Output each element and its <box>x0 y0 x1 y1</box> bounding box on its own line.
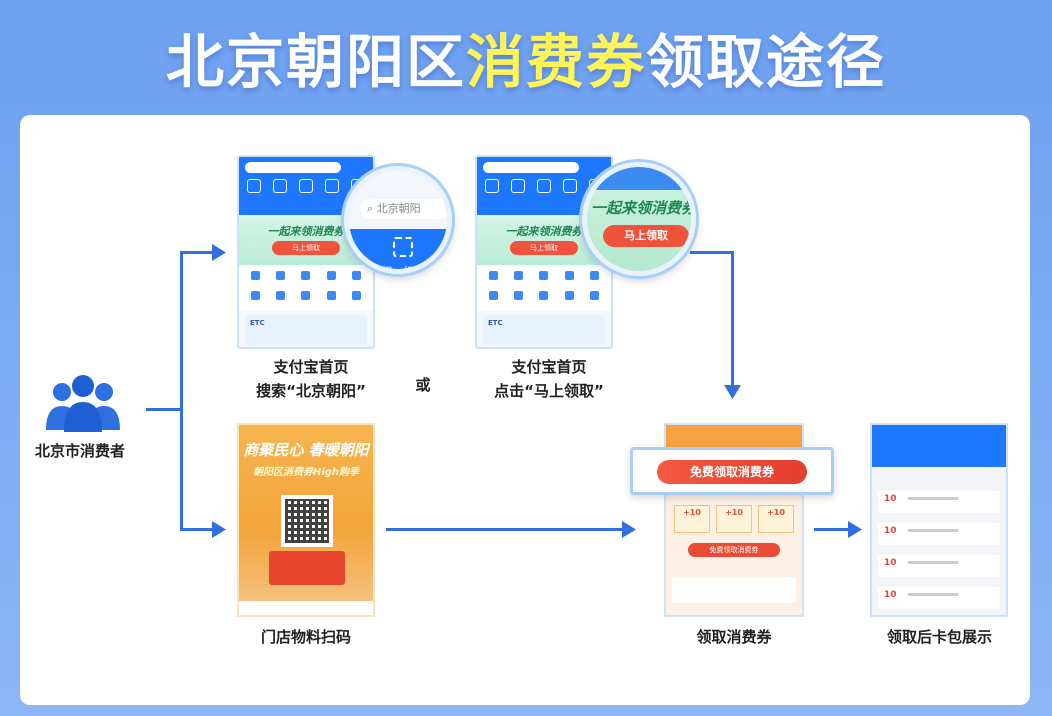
banner-button: 马上领取 <box>272 241 340 255</box>
connector-line <box>690 251 734 254</box>
coupon-tile: +10 <box>716 505 752 533</box>
or-label: 或 <box>415 376 431 394</box>
card-step-label: 领取后卡包展示 <box>886 628 992 646</box>
connector-line <box>146 408 182 411</box>
arrow-head-icon <box>212 244 226 261</box>
banner-title: 一起来领消费券 <box>505 225 583 238</box>
claim-step-label: 领取消费券 <box>696 628 772 646</box>
consumer-label: 北京市消费者 <box>34 442 125 460</box>
free-claim-button: 免费领取消费券 <box>657 460 807 484</box>
arrow-head-icon <box>212 521 226 538</box>
coupon-card-row <box>878 491 1000 513</box>
click-step-label-2: 点击“马上领取” <box>494 382 604 400</box>
coupon-tile: +10 <box>674 505 710 533</box>
search-magnifier: ⌕ 北京朝阳 扫一扫 <box>344 166 452 274</box>
coupon-card-row <box>878 523 1000 545</box>
store-poster: 商聚民心 春暖朝阳 朝阳区消费券High购季 <box>237 423 375 617</box>
arrow-head-icon <box>848 521 862 538</box>
poster-red-envelope <box>269 551 345 585</box>
store-step-label: 门店物料扫码 <box>260 628 351 646</box>
magnified-search-field: ⌕ 北京朝阳 <box>361 199 447 219</box>
connector-line <box>386 528 624 531</box>
mini-search-bar <box>483 162 579 173</box>
banner-magnifier: 一起来领消费券 马上领取 <box>582 162 696 276</box>
connector-line <box>180 252 183 530</box>
banner-title: 一起来领消费券 <box>267 225 345 238</box>
consumers-icon <box>46 375 120 432</box>
arrow-head-icon <box>622 521 636 538</box>
coupon-card-row <box>878 587 1000 609</box>
connector-line <box>180 528 216 531</box>
connector-line <box>731 251 734 387</box>
mini-search-bar <box>245 162 341 173</box>
connector-line <box>180 251 216 254</box>
claim-button-small: 免费领取消费券 <box>688 543 780 557</box>
scan-label: 扫一扫 <box>381 265 415 274</box>
click-step-label-1: 支付宝首页 <box>511 358 587 376</box>
qr-code-icon <box>281 495 333 547</box>
page-title: 北京朝阳区消费券领取途径 <box>165 28 887 96</box>
connector-line <box>814 528 850 531</box>
coupon-tile: +10 <box>758 505 794 533</box>
claim-callout: 免费领取消费券 <box>630 447 834 495</box>
card-wallet-screenshot <box>870 423 1008 617</box>
arrow-head-icon <box>724 385 741 399</box>
search-step-label-2: 搜索“北京朝阳” <box>256 382 366 400</box>
poster-subtitle: 朝阳区消费券High购季 <box>252 467 360 478</box>
scan-icon <box>393 237 413 257</box>
banner-button: 马上领取 <box>510 241 578 255</box>
coupon-card-row <box>878 555 1000 577</box>
magnified-claim-button: 马上领取 <box>603 225 689 247</box>
poster-title: 商聚民心 春暖朝阳 <box>243 441 369 459</box>
search-step-label-1: 支付宝首页 <box>273 358 349 376</box>
magnified-banner-title: 一起来领消费券 <box>591 199 696 217</box>
